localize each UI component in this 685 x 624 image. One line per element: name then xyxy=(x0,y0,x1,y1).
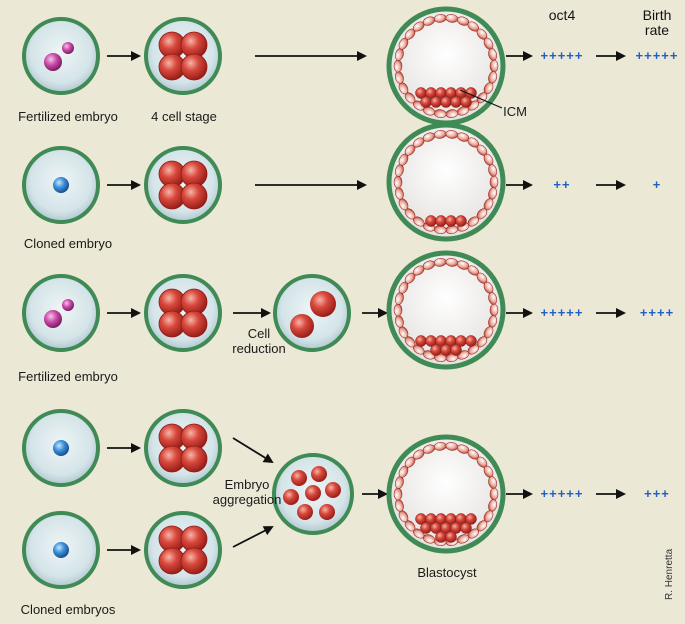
blastomere xyxy=(290,314,314,338)
row2-cloned-egg xyxy=(22,146,100,224)
pronucleus xyxy=(62,299,74,311)
donor-nucleus xyxy=(53,440,69,456)
row4-start-label: Cloned embryos xyxy=(20,602,116,617)
icm-label: ICM xyxy=(503,104,527,119)
inner-cell-mass-cell xyxy=(445,531,457,543)
row4-aggregated-embryo xyxy=(272,453,354,535)
row2-blastocyst xyxy=(386,122,506,242)
row3-birth-value: ++++ xyxy=(639,305,675,320)
inner-cell-mass-cell xyxy=(465,335,477,347)
blastomere xyxy=(291,470,307,486)
row1-oct4-value: +++++ xyxy=(540,48,584,63)
row1-start-label: Fertilized embryo xyxy=(18,109,118,124)
inner-cell-mass-cell xyxy=(465,513,477,525)
embryo-aggregation-label: Embryo aggregation xyxy=(212,477,282,507)
blastomere xyxy=(283,489,299,505)
row3-oct4-value: +++++ xyxy=(540,305,584,320)
trophectoderm-cell xyxy=(488,292,498,305)
oct4-header: oct4 xyxy=(548,7,576,23)
arrow xyxy=(232,526,274,548)
arrow xyxy=(232,437,274,464)
blastomere xyxy=(310,291,336,317)
row4-four-cell-top xyxy=(144,409,222,487)
blastomere xyxy=(180,445,208,473)
inner-cell-mass-cell xyxy=(460,96,472,108)
pronucleus xyxy=(44,53,62,71)
inner-cell-mass-cell xyxy=(460,522,472,534)
blastocyst-label: Blastocyst xyxy=(417,565,477,580)
zona-pellucida xyxy=(386,122,506,242)
pronucleus xyxy=(44,310,62,328)
icm-pointer-line xyxy=(459,89,503,109)
illustrator-credit: R. Henretta xyxy=(664,548,675,600)
row4-cloned-egg-bottom xyxy=(22,511,100,589)
inner-cell-mass-cell xyxy=(455,215,467,227)
row3-fertilized-egg xyxy=(22,274,100,352)
row4-birth-value: +++ xyxy=(644,486,670,501)
row4-cloned-egg-top xyxy=(22,409,100,487)
row2-birth-value: + xyxy=(652,177,662,192)
blastomere xyxy=(297,504,313,520)
zona-pellucida xyxy=(22,274,100,352)
donor-nucleus xyxy=(53,177,69,193)
row4-blastocyst xyxy=(386,434,506,554)
cell-reduction-label: Cell reduction xyxy=(232,326,286,356)
blastomere xyxy=(311,466,327,482)
blastomere xyxy=(319,504,335,520)
blastomere xyxy=(305,485,321,501)
zona-pellucida xyxy=(22,17,100,95)
trophectoderm-cell xyxy=(488,476,498,489)
row4-oct4-value: +++++ xyxy=(540,486,584,501)
blastomere xyxy=(180,547,208,575)
row1-stage-label: 4 cell stage xyxy=(151,109,217,124)
pronucleus xyxy=(62,42,74,54)
row1-fertilized-egg xyxy=(22,17,100,95)
row2-oct4-value: ++ xyxy=(553,177,571,192)
row3-four-cell xyxy=(144,274,222,352)
donor-nucleus xyxy=(53,542,69,558)
blastomere xyxy=(325,482,341,498)
blastomere xyxy=(180,53,208,81)
row4-four-cell-bottom xyxy=(144,511,222,589)
row1-four-cell xyxy=(144,17,222,95)
blastomere xyxy=(180,310,208,338)
trophectoderm-cell xyxy=(488,48,498,61)
trophectoderm-cell xyxy=(488,164,498,177)
row3-start-label: Fertilized embryo xyxy=(18,369,118,384)
row3-blastocyst xyxy=(386,250,506,370)
row3-reduced-embryo xyxy=(273,274,351,352)
row2-four-cell xyxy=(144,146,222,224)
inner-cell-mass-cell xyxy=(450,344,462,356)
blastomere xyxy=(180,182,208,210)
row2-start-label: Cloned embryo xyxy=(23,236,113,251)
row1-birth-value: +++++ xyxy=(635,48,679,63)
birth-rate-header: Birth rate xyxy=(642,7,672,38)
